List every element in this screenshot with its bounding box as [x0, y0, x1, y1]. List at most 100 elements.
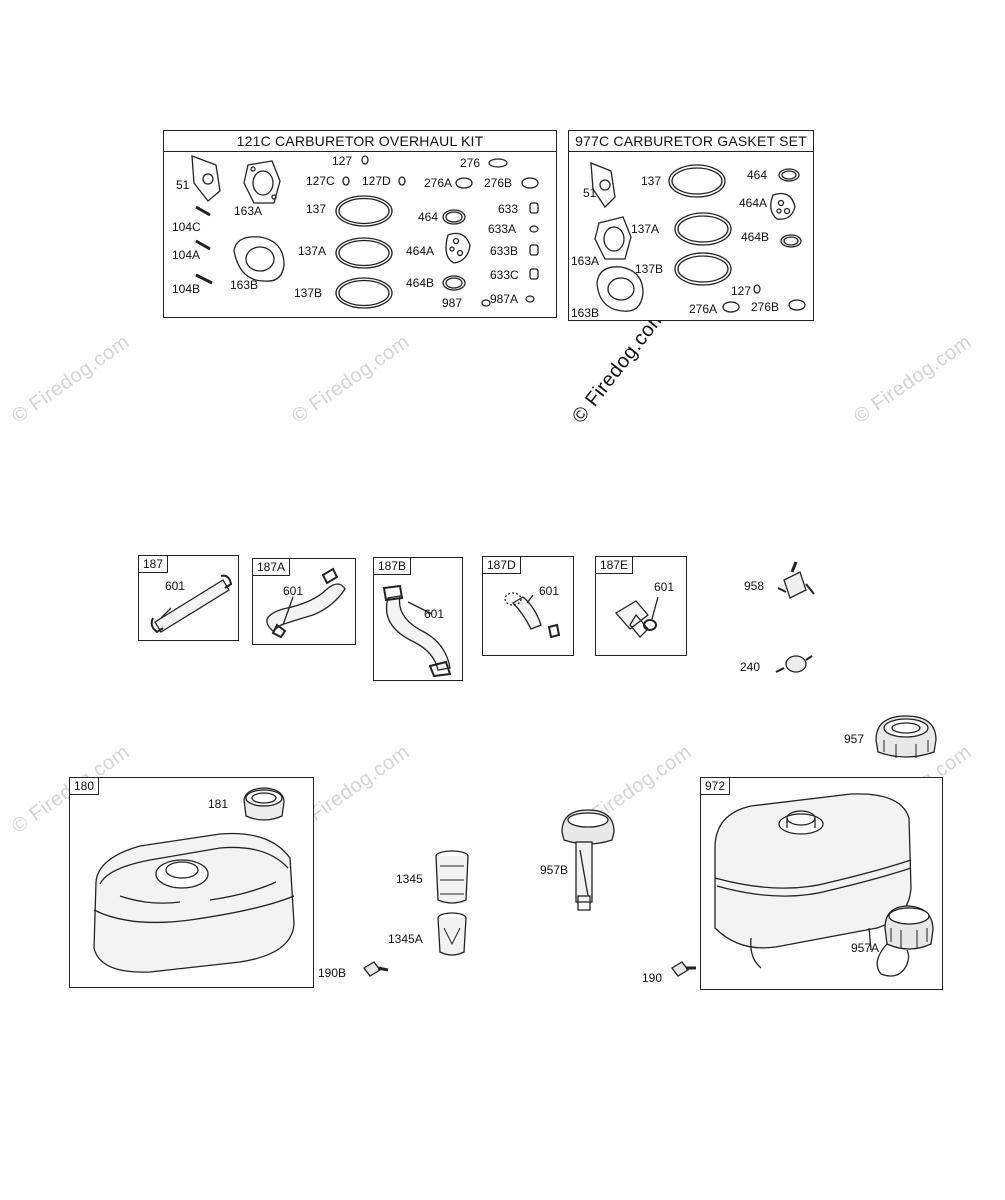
- label-601: 601: [283, 584, 304, 598]
- fuel-line-187a-art: [266, 567, 346, 639]
- fuel-tank-972-art: [714, 793, 934, 977]
- strainer-1345-shape: [435, 850, 469, 904]
- label-137a: 137A: [298, 244, 327, 258]
- ring-137b-shape: [335, 277, 393, 309]
- bolt-190b-shape: [363, 961, 389, 977]
- label-633a: 633A: [488, 222, 517, 236]
- label-137a: 137A: [631, 222, 660, 236]
- label-464: 464: [418, 210, 439, 224]
- label-601: 601: [539, 584, 560, 598]
- ring-137-shape: [668, 164, 726, 198]
- fuel-line-187b-art: [382, 584, 452, 678]
- label-276a: 276A: [424, 176, 453, 190]
- tag-187d: 187D: [483, 557, 521, 574]
- label-137b: 137B: [294, 286, 323, 300]
- label-104b: 104B: [172, 282, 201, 296]
- label-276b: 276B: [484, 176, 513, 190]
- kit-121c-title: 121C CARBURETOR OVERHAUL KIT: [164, 131, 556, 152]
- tag-187b: 187B: [374, 558, 412, 575]
- label-1345a: 1345A: [388, 932, 423, 946]
- label-601: 601: [165, 579, 186, 593]
- strainer-1345a-shape: [437, 912, 467, 956]
- gasket-51-shape: [590, 162, 616, 209]
- gasket-163a-shape: [594, 216, 632, 260]
- label-464a: 464A: [739, 196, 768, 210]
- label-633b: 633B: [490, 244, 519, 258]
- label-240: 240: [740, 660, 761, 674]
- label-464b: 464B: [406, 276, 435, 290]
- label-127: 127: [332, 154, 353, 168]
- label-1345: 1345: [396, 872, 423, 886]
- label-190b: 190B: [318, 966, 347, 980]
- kit-977c-panel: 977C CARBURETOR GASKET SET 137 46: [568, 130, 814, 321]
- ring-137a-shape: [674, 212, 732, 246]
- cap-957a-shape: [876, 905, 934, 977]
- label-104a: 104A: [172, 248, 201, 262]
- label-163b: 163B: [571, 306, 600, 320]
- fuel-tank-180-art: [93, 787, 295, 973]
- label-464b: 464B: [741, 230, 770, 244]
- fuel-line-187-art: [150, 574, 233, 634]
- label-957b: 957B: [540, 863, 569, 877]
- gasket-51-shape: [191, 155, 221, 202]
- ring-137a-shape: [335, 237, 393, 269]
- label-137b: 137B: [635, 262, 664, 276]
- label-601: 601: [654, 580, 675, 594]
- cap-181-shape: [243, 787, 285, 821]
- label-127c: 127C: [306, 174, 335, 188]
- fuel-line-187e-panel: 187E 601: [595, 556, 687, 656]
- tag-187e: 187E: [596, 557, 634, 574]
- label-51: 51: [583, 186, 597, 200]
- tank-180-body: [93, 832, 295, 973]
- label-464: 464: [747, 168, 768, 182]
- label-127d: 127D: [362, 174, 391, 188]
- valve-958-shape: [777, 561, 815, 599]
- label-987a: 987A: [490, 292, 519, 306]
- label-51: 51: [176, 178, 190, 192]
- label-163b: 163B: [230, 278, 259, 292]
- label-957a: 957A: [851, 941, 880, 955]
- kit-121c-art: [191, 155, 539, 309]
- label-633c: 633C: [490, 268, 519, 282]
- ring-137b-shape: [674, 252, 732, 286]
- label-104c: 104C: [172, 220, 201, 234]
- kit-977c-title: 977C CARBURETOR GASKET SET: [569, 131, 813, 152]
- diaphragm-464a-shape: [770, 192, 796, 220]
- tag-187: 187: [139, 556, 169, 573]
- gasket-163a-shape: [243, 160, 281, 204]
- label-601: 601: [424, 607, 445, 621]
- label-190: 190: [642, 971, 663, 985]
- label-163a: 163A: [234, 204, 263, 218]
- ring-137-shape: [335, 195, 393, 227]
- fuel-line-187d-art: [504, 592, 561, 639]
- label-957: 957: [844, 732, 865, 746]
- kit-977c-art: [590, 162, 806, 313]
- cap-957-shape: [875, 715, 937, 758]
- filter-240-shape: [775, 655, 813, 673]
- label-163a: 163A: [571, 254, 600, 268]
- label-464a: 464A: [406, 244, 435, 258]
- label-987: 987: [442, 296, 463, 310]
- fuel-line-187-panel: 187 601: [138, 555, 239, 641]
- label-127: 127: [731, 284, 752, 298]
- label-633: 633: [498, 202, 519, 216]
- tank-972-body: [714, 793, 912, 949]
- label-276b: 276B: [751, 300, 780, 314]
- label-958: 958: [744, 579, 765, 593]
- label-276a: 276A: [689, 302, 718, 316]
- tag-187a: 187A: [253, 559, 291, 576]
- label-137: 137: [641, 174, 662, 188]
- kit-121c-panel: 121C CARBURETOR OVERHAUL KIT: [163, 130, 557, 318]
- fuel-line-187d-panel: 187D 601: [482, 556, 574, 656]
- bolt-190-shape: [671, 961, 696, 977]
- tag-972: 972: [701, 778, 731, 795]
- fuel-line-187b-panel: 187B 601: [373, 557, 463, 681]
- fuel-tank-972-panel: 972 957A: [700, 777, 943, 990]
- label-137: 137: [306, 202, 327, 216]
- fuel-line-187e-art: [614, 596, 659, 638]
- fuel-tank-180-panel: 180 181: [69, 777, 314, 988]
- fuel-line-187a-panel: 187A 601: [252, 558, 356, 645]
- diaphragm-464a-shape: [445, 232, 471, 264]
- gasket-163b-shape: [233, 236, 285, 282]
